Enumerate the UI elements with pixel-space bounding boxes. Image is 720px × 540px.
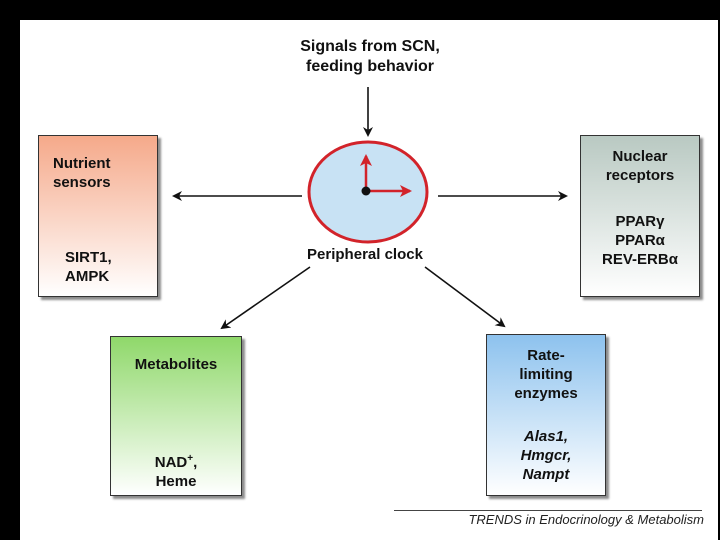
arrows-layer	[172, 87, 568, 330]
enzyme-item-alas1: Alas1,	[523, 428, 569, 445]
nuclear-receptors-box: Nuclear receptors PPARγ PPARα REV-ERBα	[580, 135, 700, 297]
rate-title-line-3: enzymes	[514, 385, 578, 402]
enzyme-item-nampt: Nampt	[522, 466, 570, 483]
credit-divider	[394, 510, 702, 511]
nutrient-item-sirt1: SIRT1,	[65, 249, 112, 266]
rate-limiting-items: Alas1, Hmgcr, Nampt	[487, 427, 605, 484]
source-credit: TRENDS in Endocrinology & Metabolism	[468, 512, 704, 527]
signals-line-1: Signals from SCN,	[300, 38, 440, 55]
arrow-to-rate-limiting	[424, 266, 506, 328]
metabolites-box: Metabolites NAD+, Heme	[110, 336, 242, 496]
nuclear-item-ppar-gamma: PPARγ	[615, 213, 665, 230]
rate-limiting-enzymes-box: Rate- limiting enzymes Alas1, Hmgcr, Nam…	[486, 334, 606, 496]
metabolites-items: NAD+, Heme	[111, 449, 241, 491]
rate-title-line-1: Rate-	[527, 347, 565, 364]
signals-line-2: feeding behavior	[305, 58, 435, 75]
rate-limiting-title: Rate- limiting enzymes	[487, 346, 605, 403]
nad-superscript: +	[187, 453, 194, 464]
peripheral-clock-label: Peripheral clock	[307, 246, 423, 263]
nutrient-sensors-items: SIRT1, AMPK	[39, 248, 157, 286]
nutrient-sensors-title: Nutrient sensors	[39, 154, 157, 192]
metabolites-title: Metabolites	[134, 356, 218, 373]
nad-text: NAD	[154, 454, 188, 471]
nutrient-title-line-2: sensors	[53, 174, 111, 191]
nuclear-item-ppar-alpha: PPARα	[615, 232, 665, 249]
nutrient-item-ampk: AMPK	[65, 268, 110, 285]
enzyme-item-hmgcr: Hmgcr,	[520, 447, 572, 464]
nutrient-title-line-1: Nutrient	[53, 155, 111, 172]
nuclear-item-rev-erb-alpha: REV-ERBα	[602, 251, 678, 268]
nuclear-receptors-title: Nuclear receptors	[581, 147, 699, 185]
nuclear-title-line-1: Nuclear	[612, 148, 668, 165]
arrow-to-metabolites	[220, 266, 311, 330]
nutrient-sensors-box: Nutrient sensors SIRT1, AMPK	[38, 135, 158, 297]
metabolite-item-nad: NAD+,	[111, 449, 241, 472]
signals-label: Signals from SCN, feeding behavior	[260, 37, 480, 77]
rate-title-line-2: limiting	[519, 366, 573, 383]
nuclear-receptors-items: PPARγ PPARα REV-ERBα	[581, 212, 699, 269]
metabolite-item-heme: Heme	[155, 473, 197, 490]
nad-comma: ,	[193, 454, 198, 471]
clock-center-dot	[361, 186, 371, 196]
nuclear-title-line-2: receptors	[605, 167, 675, 184]
diagram-canvas: Signals from SCN, feeding behavior Perip…	[20, 20, 718, 540]
